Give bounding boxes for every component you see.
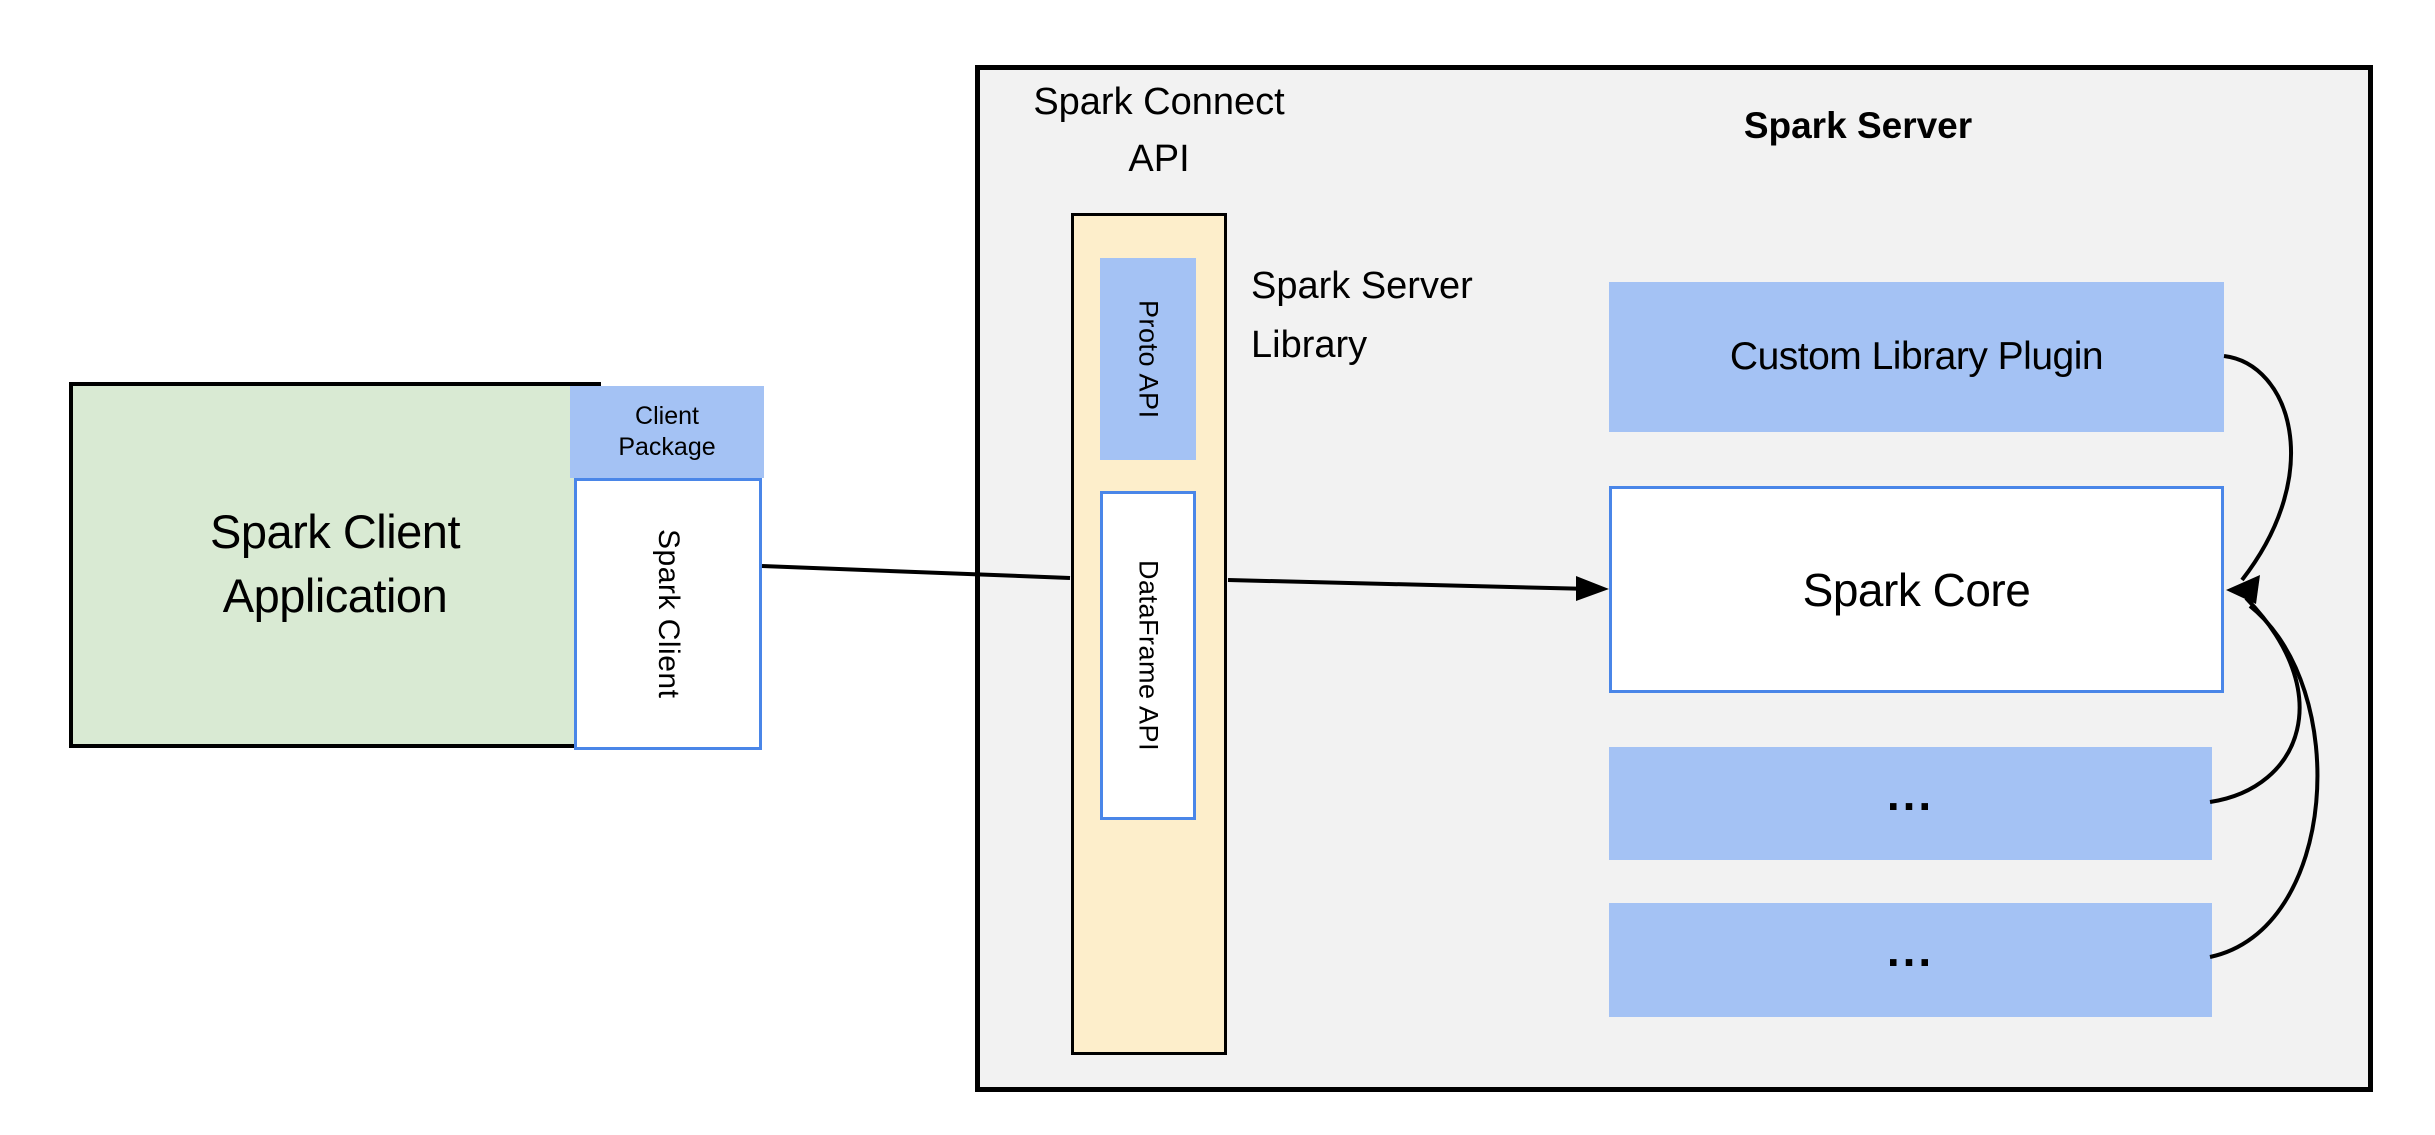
plugin-placeholder-box-1: ... xyxy=(1609,747,2212,860)
spark-client-label: Spark Client xyxy=(652,529,685,699)
spark-server-library-label: Spark Server Library xyxy=(1251,265,1473,366)
proto-api-label: Proto API xyxy=(1133,299,1164,419)
proto-api-box: Proto API xyxy=(1100,258,1196,460)
spark-connect-api-label: Spark Connect API xyxy=(1033,81,1285,180)
plugin-placeholder-box-2: ... xyxy=(1609,903,2212,1017)
spark-core-box: Spark Core xyxy=(1609,486,2224,693)
custom-library-plugin-label: Custom Library Plugin xyxy=(1729,335,2104,378)
client-package-box: Client Package xyxy=(570,386,764,478)
ellipsis-label-2: ... xyxy=(1886,924,1935,976)
spark-client-box: Spark Client xyxy=(574,478,762,750)
dataframe-api-box: DataFrame API xyxy=(1100,491,1196,820)
client-package-label: Client Package xyxy=(618,402,716,461)
spark-client-application-box xyxy=(69,382,601,748)
ellipsis-label-1: ... xyxy=(1886,767,1935,820)
spark-server-title: Spark Server xyxy=(1743,105,1973,146)
spark-core-label: Spark Core xyxy=(1802,563,2031,616)
spark-client-application-label: Spark Client Application xyxy=(210,505,461,622)
custom-library-plugin-box: Custom Library Plugin xyxy=(1609,282,2224,432)
dataframe-api-label: DataFrame API xyxy=(1133,559,1164,752)
